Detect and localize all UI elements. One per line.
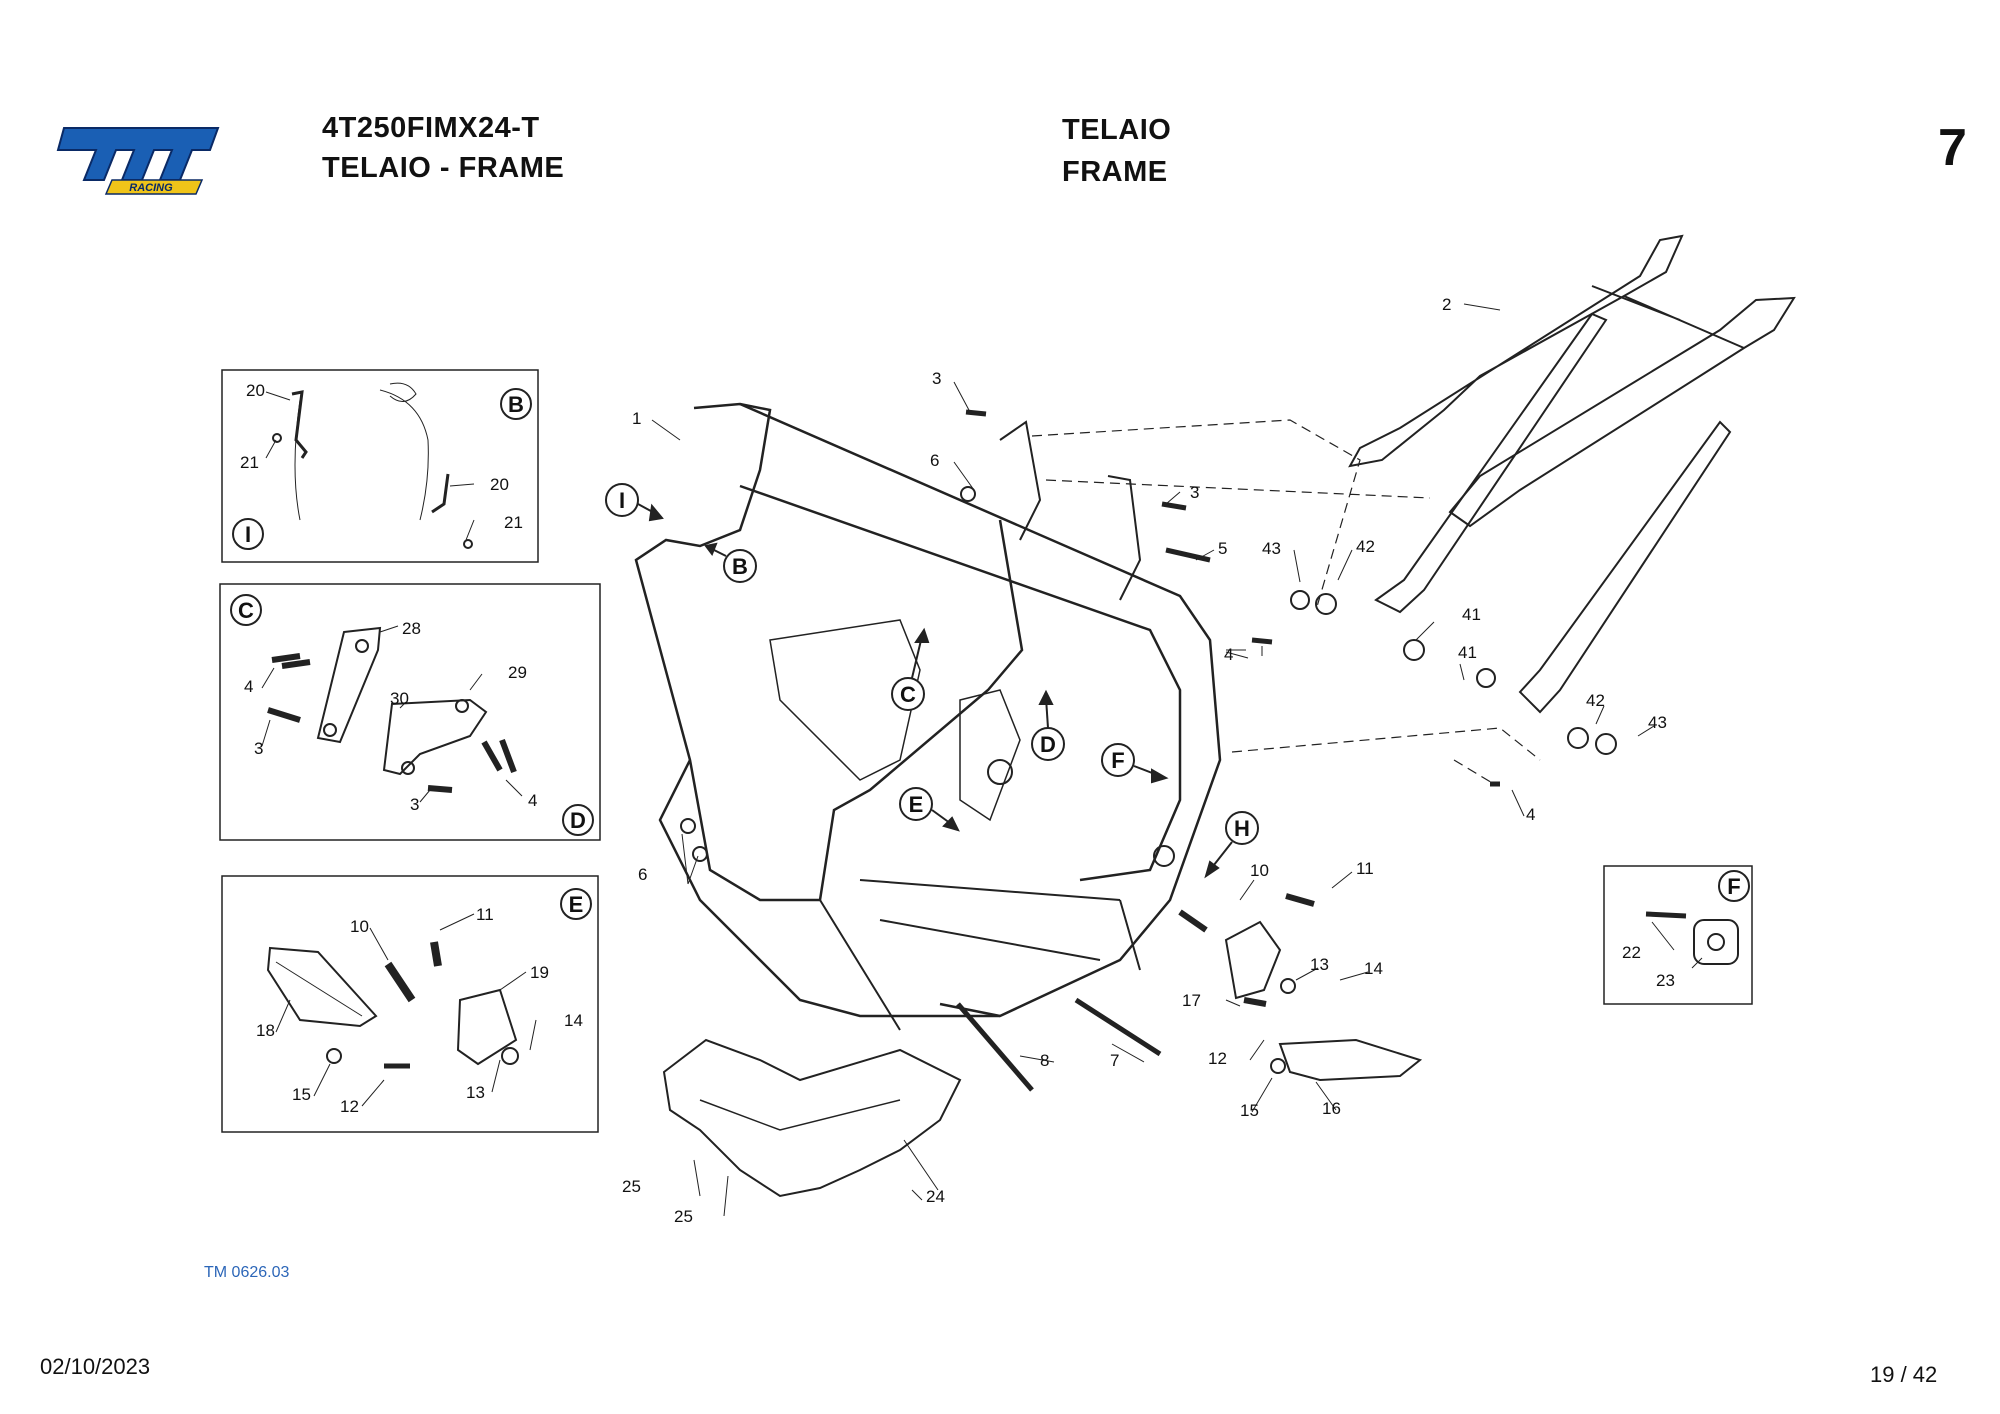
callout-e-main: E [899,787,933,821]
svg-text:F: F [1111,748,1124,773]
detail-box-f [1603,865,1753,1005]
svg-text:I: I [619,488,625,513]
part-21-box-i: 21 [240,453,259,472]
part-6-a: 6 [930,451,939,470]
part-8: 8 [1040,1051,1049,1070]
part-1: 1 [632,409,641,428]
detail-box-ib [221,369,539,563]
drawing-code: TM 0626.03 [204,1264,290,1281]
callout-i-box: I [232,518,264,550]
callout-i-main: I [605,483,639,517]
model-code: 4T250FIMX24-T [322,112,540,144]
part-23-box-f: 23 [1656,971,1675,990]
part-18-box-e: 18 [256,1021,275,1040]
detail-box-cd [219,583,601,841]
part-17: 17 [1182,991,1201,1010]
callout-h-main: H [1225,811,1259,845]
part-30-box-d: 30 [390,689,409,708]
callout-c-main: C [891,677,925,711]
part-13-box-e: 13 [466,1083,485,1102]
part-42-a: 42 [1356,537,1375,556]
title-english: FRAME [1062,156,1168,188]
part-3-box-c: 3 [254,739,263,758]
part-15: 15 [1240,1101,1259,1120]
svg-text:E: E [569,892,584,917]
part-41-b: 41 [1458,643,1477,662]
part-6-b: 6 [638,865,647,884]
part-28-box-c: 28 [402,619,421,638]
part-20-box-b: 20 [490,475,509,494]
part-11-box-e: 11 [476,905,494,924]
part-12-box-e: 12 [340,1097,359,1116]
part-25-a: 25 [622,1177,641,1196]
part-11: 11 [1356,859,1374,878]
part-22-box-f: 22 [1622,943,1641,962]
svg-text:E: E [909,792,924,817]
page-number: 19 / 42 [1870,1362,1938,1387]
part-4-box-c: 4 [244,677,253,696]
section-number: 7 [1938,119,1967,177]
part-16: 16 [1322,1099,1341,1118]
section-bilingual-title: TELAIO - FRAME [322,152,565,184]
svg-text:B: B [508,392,524,417]
callout-f-main: F [1101,743,1135,777]
part-12: 12 [1208,1049,1227,1068]
svg-text:H: H [1234,816,1250,841]
part-19-box-e: 19 [530,963,549,982]
part-13: 13 [1310,955,1329,974]
part-3-b: 3 [1190,483,1199,502]
callout-e-box: E [560,888,592,920]
part-41-a: 41 [1462,605,1481,624]
svg-text:B: B [732,554,748,579]
callout-c-box: C [230,594,262,626]
part-10: 10 [1250,861,1269,880]
part-3-box-d: 3 [410,795,419,814]
svg-text:F: F [1727,874,1740,899]
svg-text:D: D [1040,732,1056,757]
svg-text:C: C [900,682,916,707]
date: 02/10/2023 [40,1354,151,1379]
title-italian: TELAIO [1062,114,1172,146]
svg-text:C: C [238,598,254,623]
part-29-box-d: 29 [508,663,527,682]
part-42-b: 42 [1586,691,1605,710]
part-43-a: 43 [1262,539,1281,558]
part-25-b: 25 [674,1207,693,1226]
part-14-box-e: 14 [564,1011,583,1030]
part-5: 5 [1218,539,1227,558]
part-21-box-b: 21 [504,513,523,532]
part-4-b: 4 [1526,805,1535,824]
callout-f-box: F [1718,870,1750,902]
part-20-box-i: 20 [246,381,265,400]
part-10-box-e: 10 [350,917,369,936]
svg-text:I: I [245,522,251,547]
logo-racing-text: RACING [129,182,173,194]
part-2: 2 [1442,295,1451,314]
part-14: 14 [1364,959,1383,978]
callout-b-box: B [500,388,532,420]
callout-b-main: B [723,549,757,583]
part-24: 24 [926,1187,945,1206]
svg-text:D: D [570,808,586,833]
tm-racing-logo: RACING [56,127,220,195]
part-15-box-e: 15 [292,1085,311,1104]
callout-d-main: D [1031,727,1065,761]
part-3-a: 3 [932,369,941,388]
part-4-box-d: 4 [528,791,537,810]
detail-box-e [221,875,599,1133]
part-43-b: 43 [1648,713,1667,732]
callout-d-box: D [562,804,594,836]
part-4-a: 4 [1224,645,1233,664]
part-7: 7 [1110,1051,1119,1070]
